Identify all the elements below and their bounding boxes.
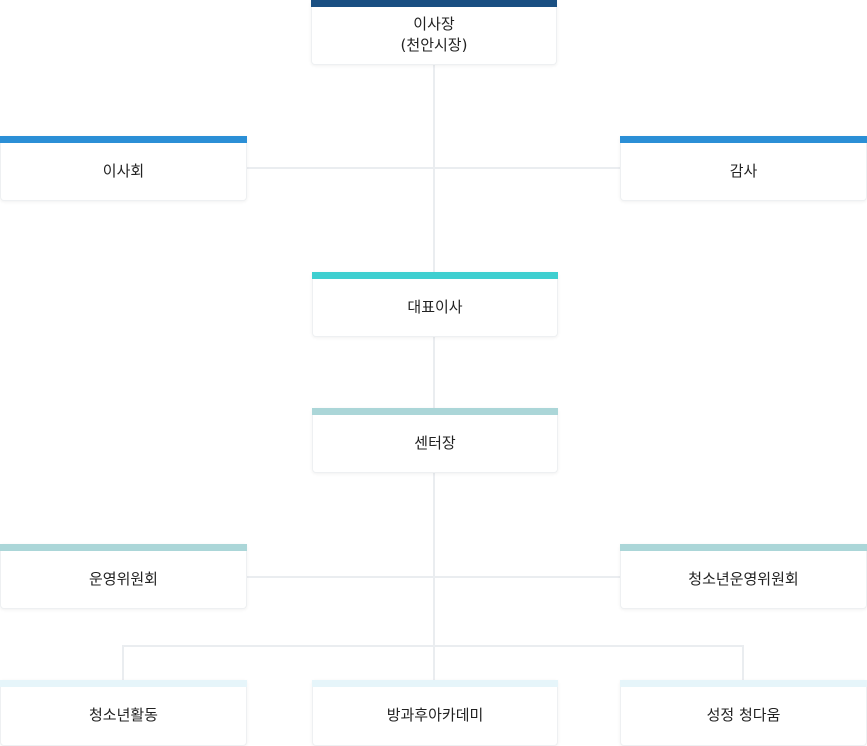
- node-accent-bar: [0, 136, 247, 143]
- node-accent-bar: [620, 544, 867, 551]
- node-accent-bar: [620, 136, 867, 143]
- connector-ceo-director: [433, 336, 435, 408]
- org-node-youth-steering-committee-label: 청소년운영위원회: [688, 569, 799, 588]
- org-node-youth-activity-label: 청소년활동: [88, 706, 158, 724]
- connector-committees-horizontal: [246, 576, 620, 578]
- connector-program-right-drop: [742, 645, 744, 680]
- node-accent-bar: [312, 408, 558, 415]
- node-accent-bar: [312, 680, 558, 687]
- connector-programs-horizontal: [122, 645, 744, 647]
- org-node-chairman-label: 이사장: [413, 15, 455, 33]
- org-node-growth-program-label: 성정 청다움: [706, 706, 781, 724]
- org-node-after-school-academy-label: 방과후아카데미: [386, 706, 484, 724]
- org-node-board: 이사회: [0, 136, 247, 201]
- org-node-ceo: 대표이사: [312, 272, 558, 337]
- node-accent-bar: [620, 680, 867, 687]
- org-node-youth-steering-committee: 청소년운영위원회: [620, 544, 867, 609]
- org-node-board-label: 이사회: [102, 161, 145, 180]
- node-accent-bar: [311, 0, 557, 7]
- connector-board-auditor-horizontal: [246, 167, 620, 169]
- node-accent-bar: [0, 544, 247, 551]
- org-node-chairman-sublabel: (천안시장): [400, 36, 468, 54]
- org-node-after-school-academy: 방과후아카데미: [312, 680, 558, 746]
- org-node-auditor-label: 감사: [729, 161, 758, 180]
- node-accent-bar: [312, 272, 558, 279]
- org-node-steering-committee: 운영위원회: [0, 544, 247, 609]
- org-node-youth-activity: 청소년활동: [0, 680, 247, 746]
- org-node-steering-committee-label: 운영위원회: [88, 569, 158, 588]
- org-node-director-label: 센터장: [414, 433, 456, 452]
- org-node-director: 센터장: [312, 408, 558, 473]
- org-node-ceo-label: 대표이사: [407, 297, 463, 316]
- org-node-auditor: 감사: [620, 136, 867, 201]
- connector-program-left-drop: [122, 645, 124, 680]
- org-node-growth-program: 성정 청다움: [620, 680, 867, 746]
- org-node-chairman: 이사장 (천안시장): [311, 0, 557, 65]
- node-accent-bar: [0, 680, 247, 687]
